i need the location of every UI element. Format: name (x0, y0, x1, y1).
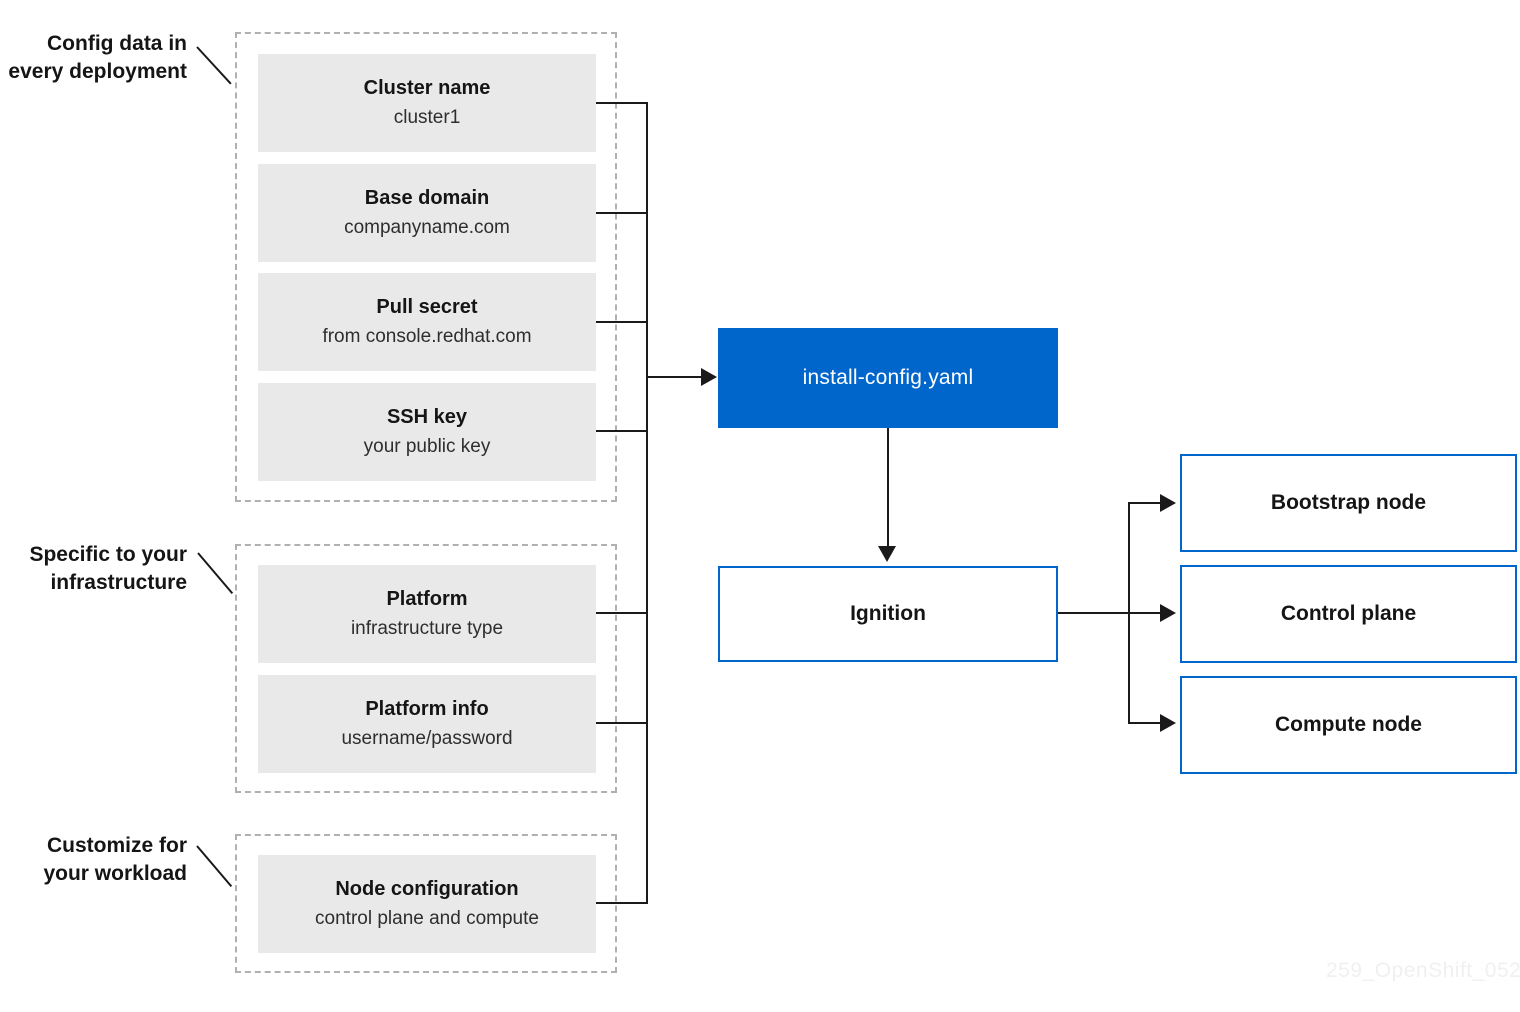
arrow-line-install-config (648, 376, 702, 378)
watermark-text: 259_OpenShift_0522 (1326, 959, 1520, 982)
node-platform-info: Platform info username/password (258, 675, 596, 773)
node-ssh-key-title: SSH key (386, 406, 468, 428)
branch-line-bootstrap (1128, 502, 1161, 504)
node-base-domain-subtitle: companyname.com (344, 217, 510, 238)
node-control-plane-label: Control plane (1280, 602, 1417, 625)
branch-line-control-plane (1129, 612, 1161, 614)
group-outline-infrastructure (235, 544, 617, 793)
arrowhead-install-config (701, 368, 717, 386)
label-infrastructure-line1: Specific to your (29, 543, 187, 566)
label-config-data-line2: every deployment (8, 60, 187, 83)
arrow-line-ignition (887, 428, 889, 546)
label-infrastructure: Specific to your infrastructure (0, 541, 187, 597)
node-install-config-label: install-config.yaml (802, 366, 974, 389)
node-bootstrap-label: Bootstrap node (1270, 491, 1427, 514)
arrowhead-ignition (878, 546, 896, 562)
node-install-config: install-config.yaml (718, 328, 1058, 428)
node-base-domain-title: Base domain (364, 187, 490, 209)
branch-line-compute (1128, 722, 1161, 724)
node-pull-secret: Pull secret from console.redhat.com (258, 273, 596, 371)
label-infrastructure-line2: infrastructure (50, 571, 187, 594)
node-ignition: Ignition (718, 566, 1058, 662)
group-outline-config-data (235, 32, 617, 502)
connector-stub-platform (596, 612, 648, 614)
node-ignition-label: Ignition (850, 602, 926, 625)
node-bootstrap: Bootstrap node (1180, 454, 1517, 552)
arrowhead-control-plane (1160, 604, 1176, 622)
label-workload: Customize for your workload (0, 832, 187, 888)
arrowhead-bootstrap (1160, 494, 1176, 512)
node-compute-label: Compute node (1275, 713, 1422, 736)
label-workload-line1: Customize for (46, 834, 187, 857)
connector-stub-platform-info (596, 722, 648, 724)
pointer-line-config-data (196, 46, 232, 85)
collector-line (646, 102, 648, 904)
connector-stub-base-domain (596, 212, 648, 214)
node-platform-subtitle: infrastructure type (350, 618, 504, 639)
node-compute: Compute node (1180, 676, 1517, 774)
connector-stub-pull-secret (596, 321, 648, 323)
node-node-configuration: Node configuration control plane and com… (258, 855, 596, 953)
pointer-line-infrastructure (197, 552, 234, 595)
node-cluster-name-title: Cluster name (363, 77, 491, 99)
node-base-domain: Base domain companyname.com (258, 164, 596, 262)
node-platform: Platform infrastructure type (258, 565, 596, 663)
node-platform-info-subtitle: username/password (341, 728, 513, 749)
node-node-configuration-title: Node configuration (335, 878, 519, 900)
connector-stub-node-configuration (596, 902, 648, 904)
label-config-data-line1: Config data in (47, 32, 187, 55)
node-control-plane: Control plane (1180, 565, 1517, 663)
node-cluster-name: Cluster name cluster1 (258, 54, 596, 152)
node-platform-title: Platform (386, 588, 468, 610)
node-platform-info-title: Platform info (365, 698, 489, 720)
node-node-configuration-subtitle: control plane and compute (315, 908, 539, 929)
connector-stub-ssh-key (596, 430, 648, 432)
arrowhead-compute (1160, 714, 1176, 732)
node-pull-secret-subtitle: from console.redhat.com (322, 326, 532, 347)
node-cluster-name-subtitle: cluster1 (393, 107, 461, 128)
node-ssh-key-subtitle: your public key (363, 436, 491, 457)
node-ssh-key: SSH key your public key (258, 383, 596, 481)
label-workload-line2: your workload (43, 862, 187, 885)
node-pull-secret-title: Pull secret (376, 296, 478, 318)
connector-stub-cluster-name (596, 102, 648, 104)
ignition-out-line (1058, 612, 1130, 614)
pointer-line-workload (196, 845, 233, 888)
label-config-data: Config data in every deployment (0, 30, 187, 86)
